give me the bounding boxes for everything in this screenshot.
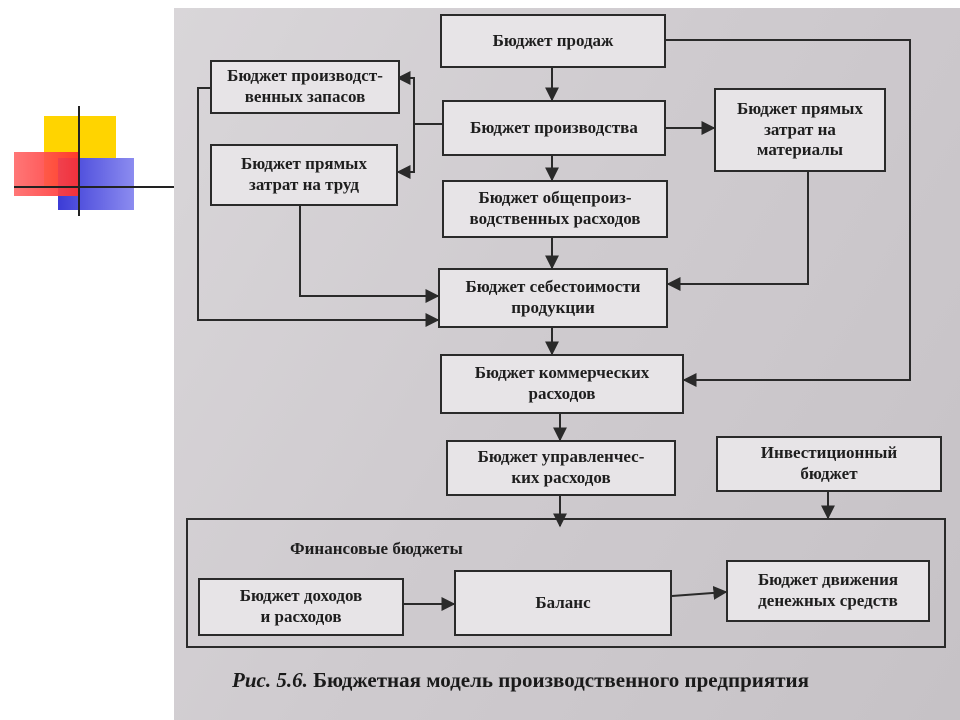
node-cashflow-budget: Бюджет движения денежных средств [726,560,930,622]
horizontal-line [14,186,174,188]
arrow-production-labor [396,124,415,179]
vertical-line [78,106,80,216]
node-production-budget: Бюджет производства [442,100,666,156]
node-sales-budget: Бюджет продаж [440,14,666,68]
arrow-labor-cogs [299,206,440,303]
arrow-sales-selling [666,39,911,387]
figure-caption: Рис. 5.6. Бюджетная модель производствен… [232,668,809,693]
node-labor-budget: Бюджет прямых затрат на труд [210,144,398,206]
node-balance: Баланс [454,570,672,636]
red-square [14,152,80,196]
figure-number: Рис. 5.6. [232,668,308,692]
node-cogs-budget: Бюджет себестоимости продукции [438,268,668,328]
node-inventory-budget: Бюджет производст- венных запасов [210,60,400,114]
arrow-production-inventory [396,71,442,125]
node-income-budget: Бюджет доходов и расходов [198,578,404,636]
slide-decoration [0,0,174,260]
arrow-inventory-cogs [197,87,440,327]
node-admin-budget: Бюджет управленчес- ких расходов [446,440,676,496]
figure-title: Бюджетная модель производственного предп… [307,668,809,692]
node-overhead-budget: Бюджет общепроиз- водственных расходов [442,180,668,238]
node-investment-budget: Инвестиционный бюджет [716,436,942,492]
node-selling-budget: Бюджет коммерческих расходов [440,354,684,414]
arrow-balance-cashflow [671,585,728,600]
arrow-materials-cogs [666,172,809,291]
node-materials-budget: Бюджет прямых затрат на материалы [714,88,886,172]
financial-budgets-group [186,518,946,648]
financial-budgets-title: Финансовые бюджеты [290,539,463,558]
